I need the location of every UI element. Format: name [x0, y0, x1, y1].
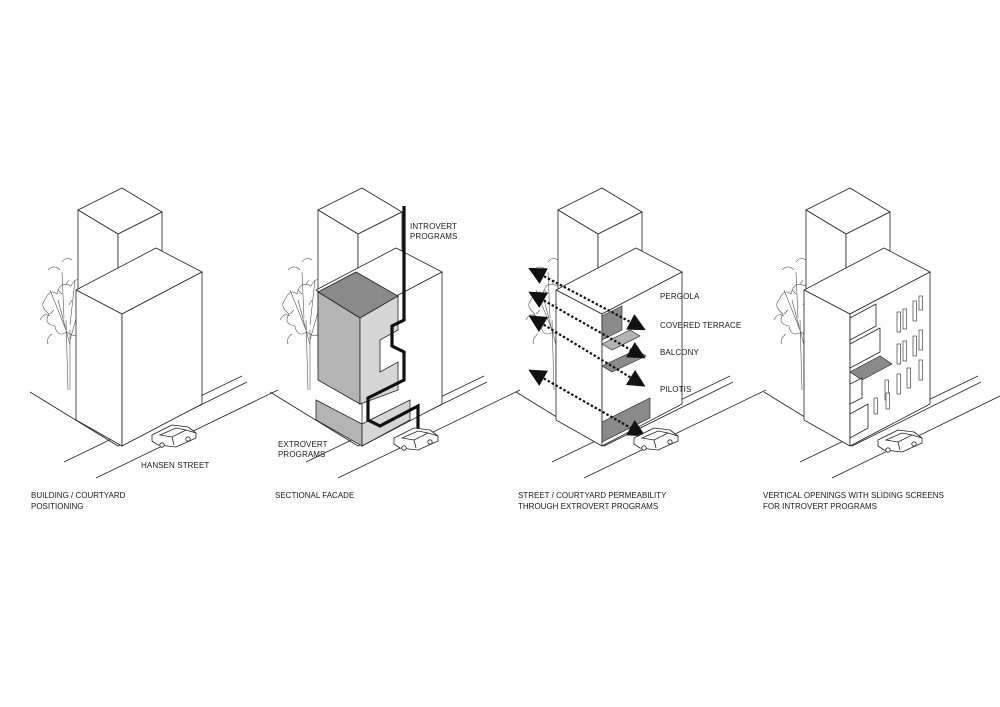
ground-plane	[763, 381, 982, 447]
caption-vertical-openings: VERTICAL OPENINGS WITH SLIDING SCREENS F…	[763, 491, 944, 511]
main-building	[803, 247, 931, 447]
caption-sectional-facade: SECTIONAL FACADE	[275, 491, 355, 500]
pergola-label: PERGOLA	[660, 292, 700, 301]
program-path-line	[366, 206, 420, 436]
panel-building-courtyard: HANSEN STREET	[29, 187, 279, 479]
pilotis-label: PILOTIS	[660, 385, 691, 394]
car-icon	[393, 427, 439, 451]
arrow-pilotis	[528, 369, 646, 437]
facade-openings	[849, 303, 893, 439]
street-label: HANSEN STREET	[141, 461, 209, 470]
covered-terrace-label: COVERED TERRACE	[660, 321, 741, 330]
introvert-volume	[317, 271, 399, 405]
main-building	[75, 247, 203, 447]
permeability-arrows	[528, 267, 646, 437]
ground-plane	[269, 381, 488, 447]
ground-plane	[29, 381, 248, 447]
car-icon	[151, 424, 197, 448]
caption-building-courtyard: BUILDING / COURTYARD POSITIONING	[31, 491, 126, 511]
panel-vertical-openings	[763, 187, 1000, 479]
car-icon	[877, 429, 923, 453]
panel-permeability: PERGOLA COVERED TERRACE BALCONY PILOTIS	[515, 187, 767, 479]
car-icon	[633, 427, 679, 451]
vertical-slot-openings	[873, 295, 923, 415]
caption-permeability: STREET / COURTYARD PERMEABILITY THROUGH …	[518, 491, 667, 511]
balcony-label: BALCONY	[660, 348, 699, 357]
